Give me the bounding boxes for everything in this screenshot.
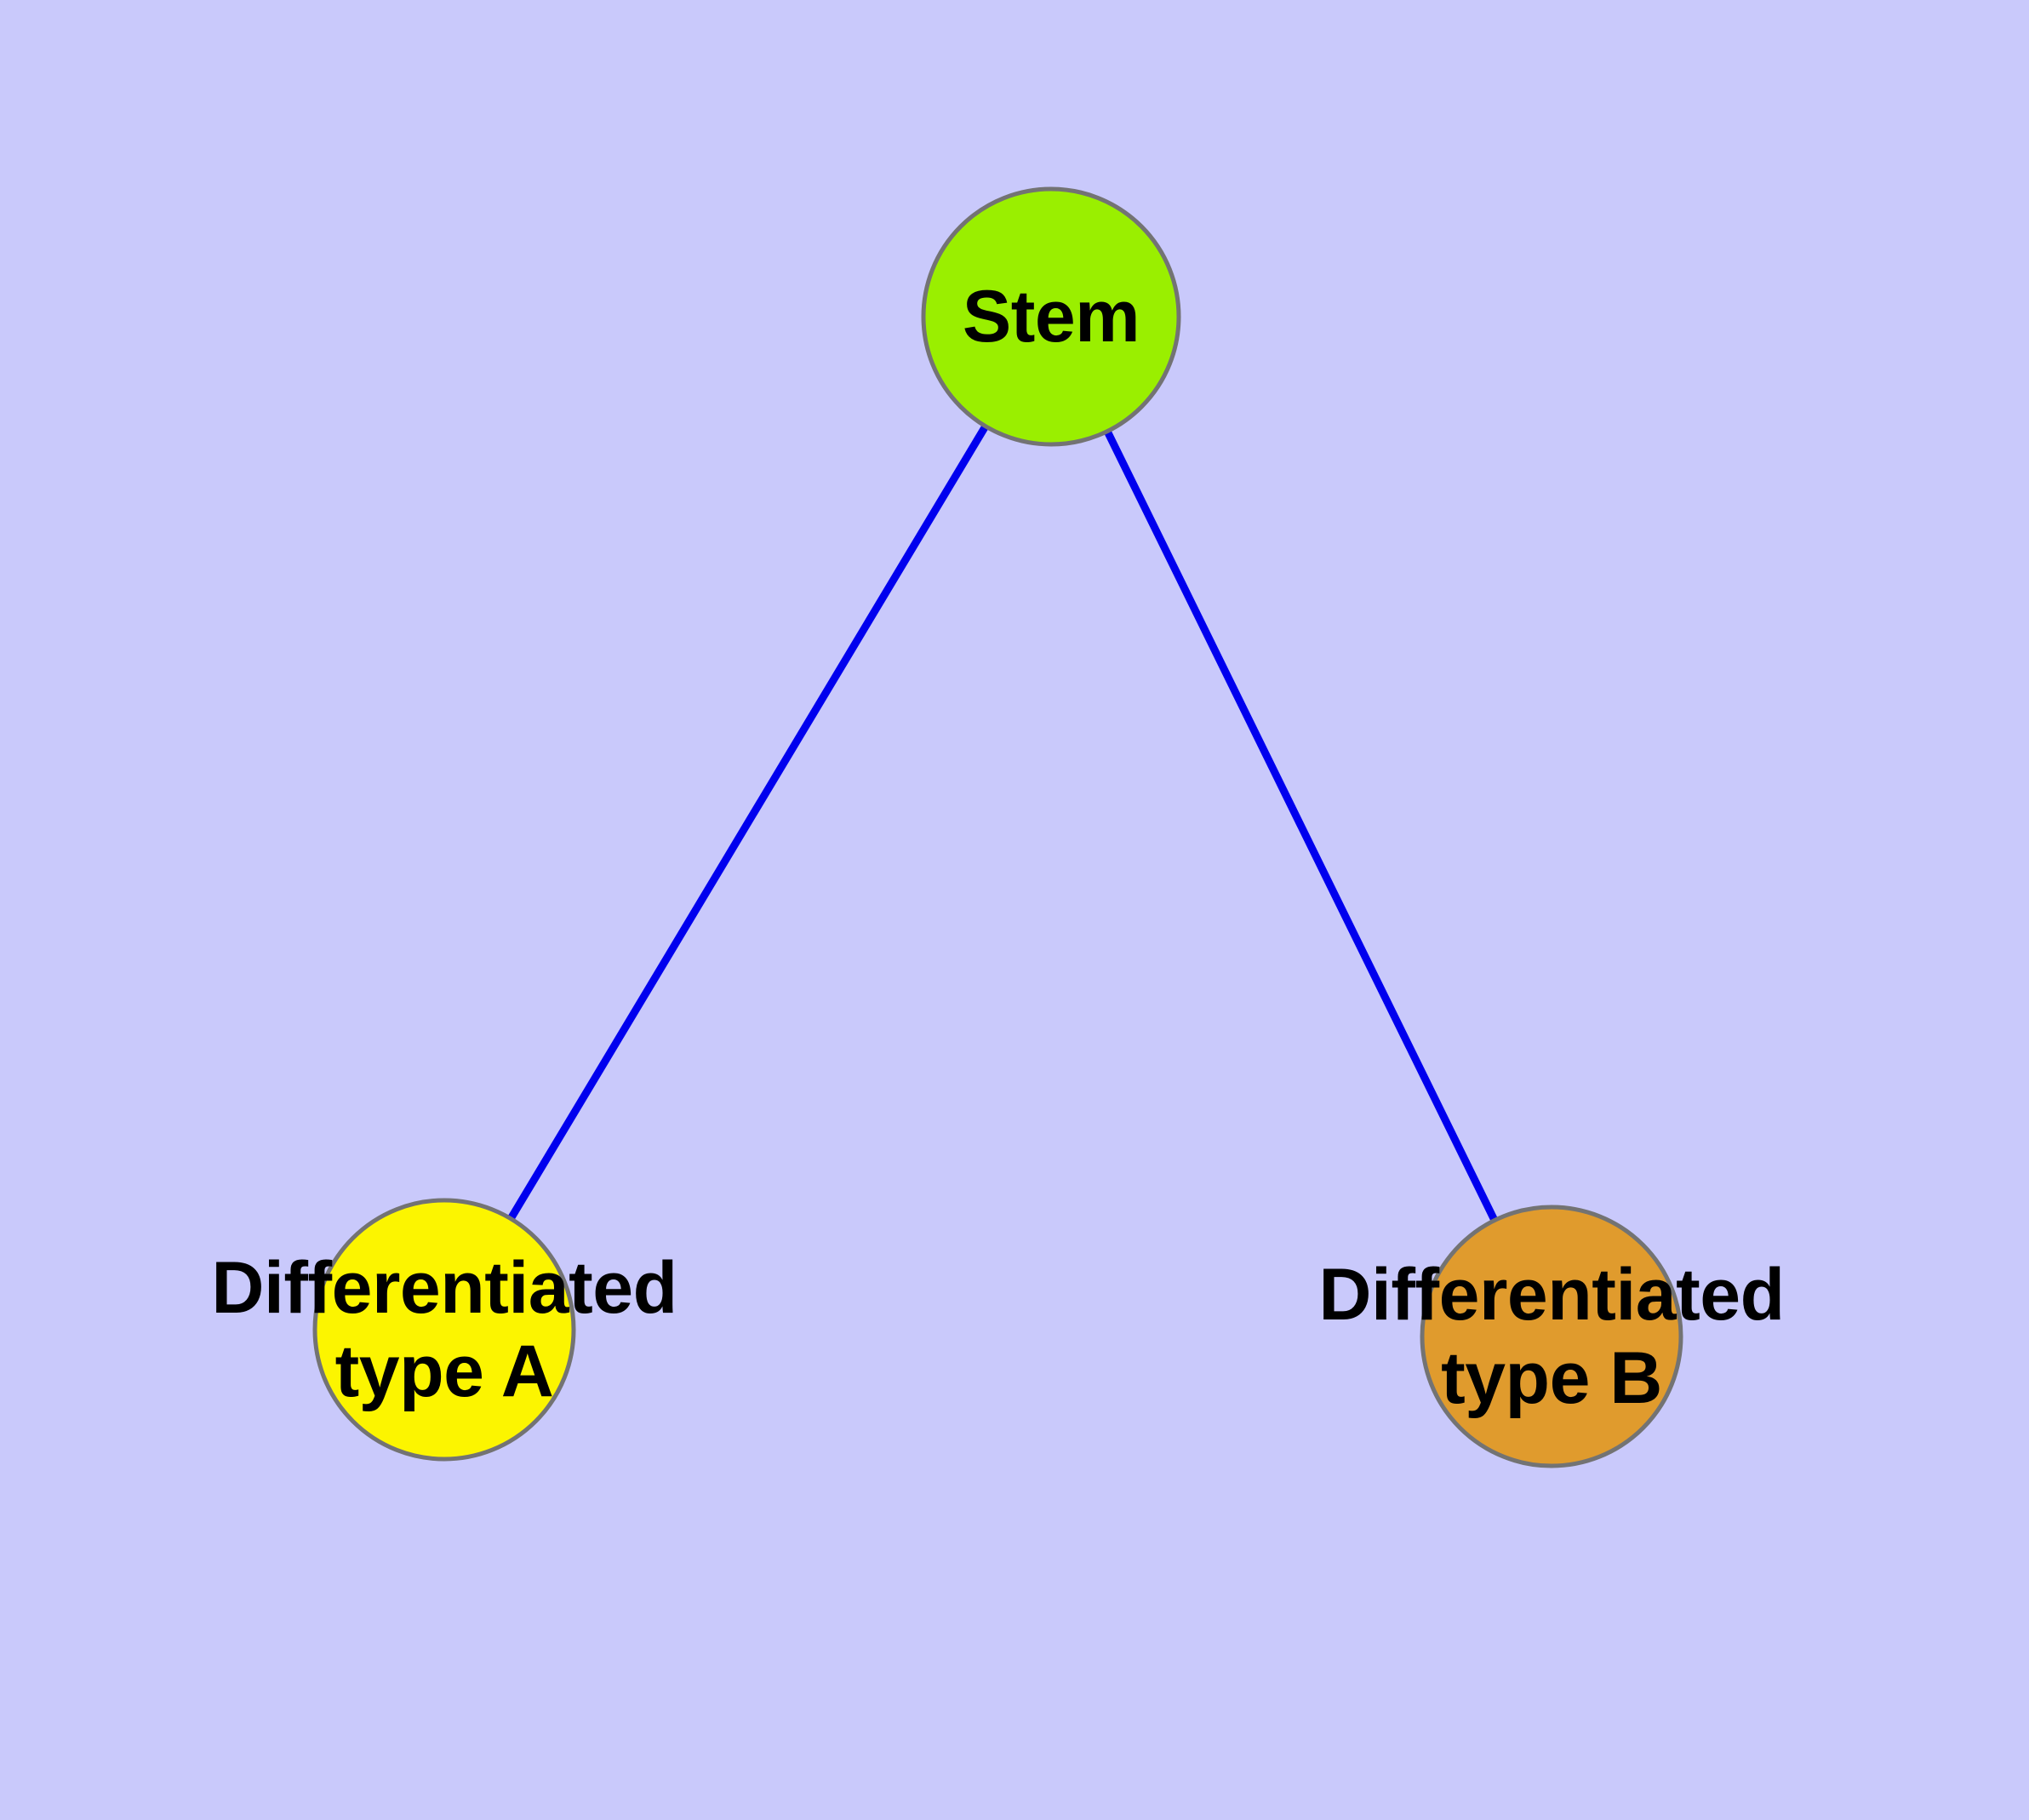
node-layer <box>312 186 1683 1468</box>
edge-stem-to-type-a <box>507 424 989 1221</box>
edge-stem-to-type-b <box>1104 429 1499 1222</box>
node-circle-type-b[interactable] <box>1420 1205 1683 1468</box>
edge-layer <box>507 424 1499 1222</box>
node-circle-stem[interactable] <box>921 186 1181 447</box>
node-circle-type-a[interactable] <box>312 1198 576 1462</box>
